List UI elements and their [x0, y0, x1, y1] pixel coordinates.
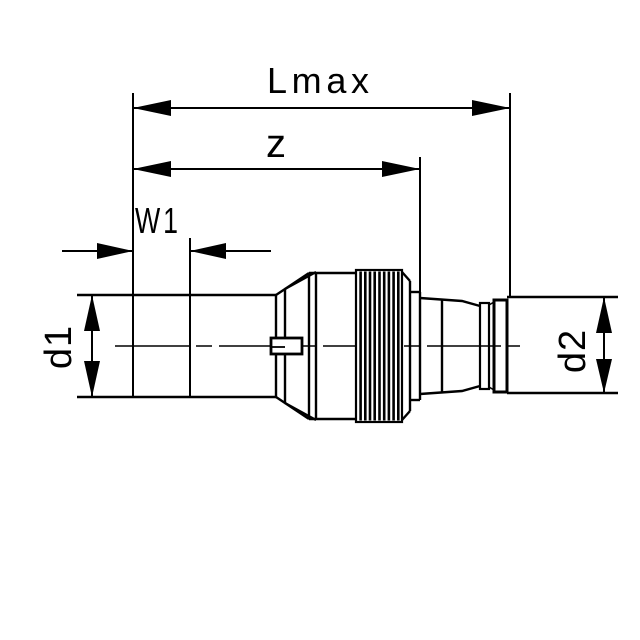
- arrowhead-up-icon: [596, 297, 612, 333]
- dimension-w1: W1: [62, 200, 271, 397]
- label-w1: W1: [135, 200, 181, 241]
- fitting-body: [309, 271, 356, 421]
- reducer-cone: [275, 270, 318, 422]
- arrowhead-down-icon: [84, 361, 100, 397]
- dimension-d2: d2: [552, 297, 612, 393]
- fusion-indicator: [269, 336, 304, 356]
- arrowhead-left-icon: [133, 161, 171, 177]
- connector-small-end: [419, 296, 481, 396]
- arrowhead-right-icon: [97, 243, 133, 259]
- fitting-outline: [77, 268, 618, 424]
- arrowhead-up-icon: [84, 295, 100, 331]
- label-z: z: [266, 122, 286, 166]
- label-d1: d1: [38, 325, 80, 369]
- label-lmax: Lmax: [267, 60, 373, 101]
- end-rings: [478, 298, 509, 394]
- dimension-z: z: [133, 122, 421, 297]
- dimension-d1: d1: [38, 295, 100, 397]
- label-d2: d2: [552, 329, 594, 373]
- arrowhead-left-icon: [190, 243, 226, 259]
- body-right-face: [401, 271, 422, 421]
- arrowhead-right-icon: [472, 100, 510, 116]
- arrowhead-left-icon: [133, 100, 171, 116]
- thread-ribs: [354, 268, 404, 424]
- arrowhead-right-icon: [382, 161, 420, 177]
- arrowhead-down-icon: [596, 359, 612, 393]
- dimension-lmax: Lmax: [132, 60, 511, 397]
- pipe-right: [507, 295, 618, 395]
